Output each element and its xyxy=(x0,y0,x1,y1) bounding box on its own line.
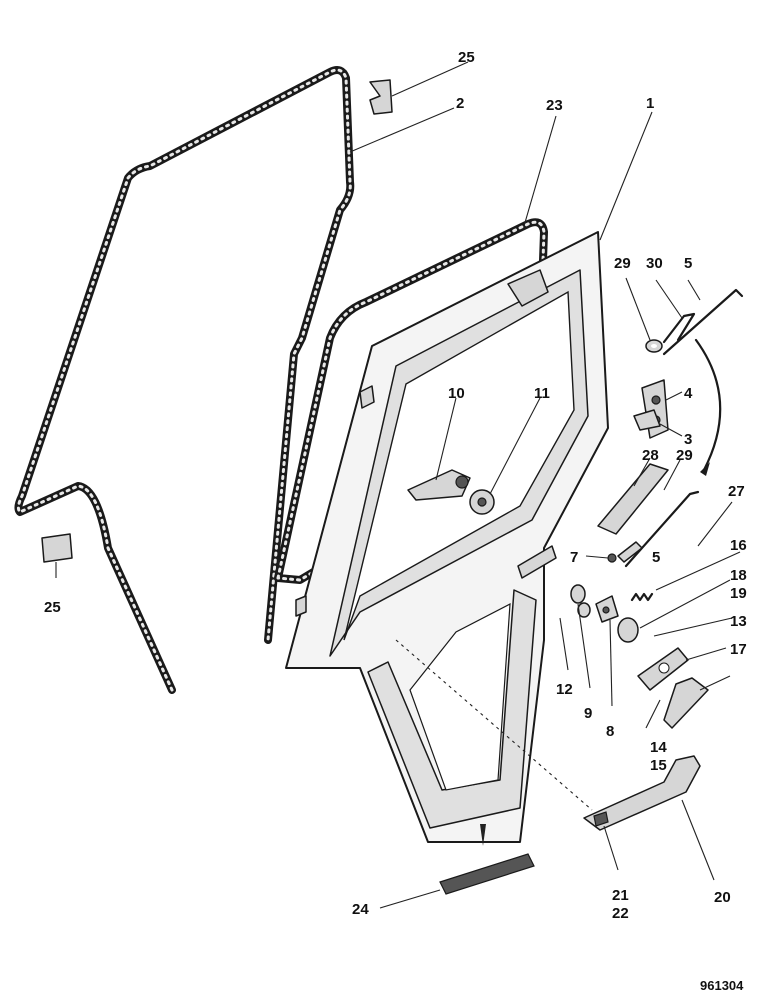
drawing-number: 961304 xyxy=(700,978,744,993)
label-29-text: 29 xyxy=(676,447,693,464)
part-labels: 25 2 23 1 29 30 5 4 10 13 11 3 28 29 29 … xyxy=(44,49,747,922)
foot-strip-part-24 xyxy=(439,853,535,895)
label-15: 15 xyxy=(650,757,667,774)
label-17-text: 17 xyxy=(730,641,747,658)
label-11-text: 11 xyxy=(534,385,550,402)
latch-plate xyxy=(517,545,557,579)
label-5-upper: 5 xyxy=(684,255,692,272)
label-12: 12 xyxy=(556,681,573,698)
label-21: 21 xyxy=(612,887,629,904)
label-30: 29 xyxy=(614,255,631,272)
handle-plate-part-13 xyxy=(637,647,689,691)
label-9: 9 xyxy=(584,705,592,722)
label-10: 10 xyxy=(448,385,465,402)
lock-assembly-parts-3-4 xyxy=(633,379,669,439)
spring-part-16 xyxy=(630,592,654,602)
handle-end-cap-parts-21-22 xyxy=(593,811,609,827)
latch-mechanism-part-8 xyxy=(595,595,619,623)
label-31: 30 xyxy=(646,255,663,272)
label-19: 19 xyxy=(730,585,747,602)
direction-arc-part-27 xyxy=(694,338,722,472)
rod-part-29 xyxy=(624,490,700,568)
screw-part-7 xyxy=(607,553,617,563)
label-22: 22 xyxy=(612,905,629,922)
label-5-lower: 5 xyxy=(652,549,660,566)
label-14: 14 xyxy=(650,739,667,756)
label-13: 13 xyxy=(730,613,747,630)
door-frame-part-1 xyxy=(285,231,609,843)
spacer-part-18-19 xyxy=(617,617,639,643)
label-20: 20 xyxy=(714,889,731,906)
label-2: 2 xyxy=(456,95,464,112)
link-part-5-lower xyxy=(617,541,643,563)
label-24: 24 xyxy=(352,901,369,918)
label-23: 23 xyxy=(546,97,563,114)
leader-lines xyxy=(55,61,741,909)
label-16: 16 xyxy=(730,537,747,554)
upper-hinge xyxy=(359,385,375,409)
rod-part-5-upper xyxy=(662,288,744,356)
clip-part-25 xyxy=(41,533,73,563)
inner-handle-part-17 xyxy=(663,677,709,729)
label-27: 27 xyxy=(728,483,745,500)
grab-handle-part-20 xyxy=(583,755,701,831)
spring-clip-part-31 xyxy=(662,312,696,344)
label-7: 7 xyxy=(570,549,578,566)
window-latch-part-10 xyxy=(407,469,471,501)
label-28: 28 xyxy=(642,447,659,464)
label-1: 1 xyxy=(646,95,654,112)
label-3: 3 xyxy=(684,431,692,448)
label-4: 4 xyxy=(684,385,693,402)
window-knob-part-11 xyxy=(469,489,495,515)
bush-part-12 xyxy=(577,602,591,618)
label-8: 8 xyxy=(606,723,614,740)
bush-part-9 xyxy=(570,584,586,604)
washer-part-30 xyxy=(645,339,663,353)
clip-part-26 xyxy=(369,79,393,115)
arrowhead-icon xyxy=(700,462,710,476)
label-26: 25 xyxy=(458,49,475,66)
lower-hinge xyxy=(295,595,307,617)
arrow-icon xyxy=(480,824,486,846)
label-25-text: 25 xyxy=(44,599,61,616)
label-18: 18 xyxy=(730,567,747,584)
hinge-bracket xyxy=(507,269,549,307)
bracket-part-28 xyxy=(597,463,669,535)
door-seal-part-2 xyxy=(14,66,355,694)
